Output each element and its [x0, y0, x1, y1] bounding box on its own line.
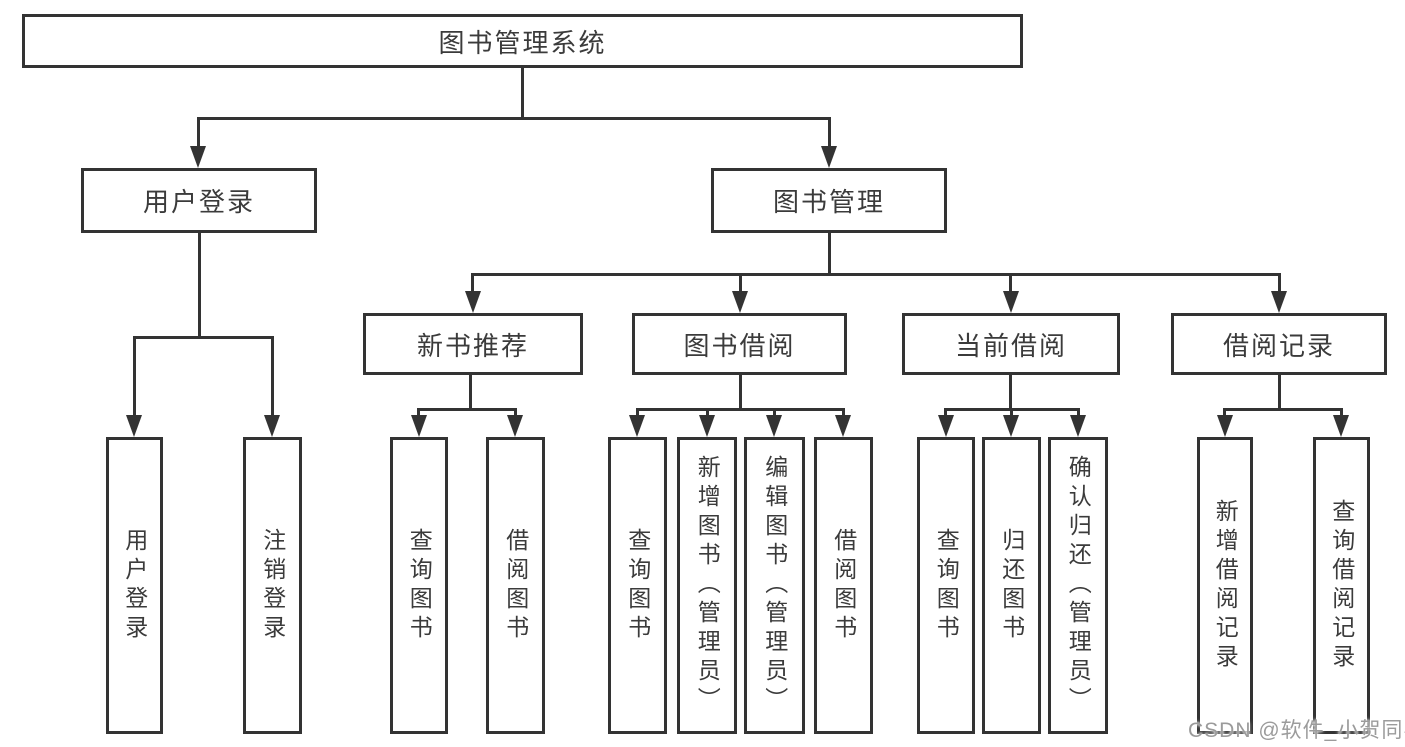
connector-arrow-shaft	[514, 408, 517, 417]
connector-arrow-shaft	[1223, 408, 1226, 417]
node-label: 用户登录	[142, 187, 255, 217]
node-book-borrow: 图书借阅	[632, 313, 847, 375]
leaf-label: 确认归还（管理员）	[1065, 455, 1092, 716]
connector-level2-hline	[197, 117, 831, 120]
connector-arrow-shaft	[1010, 408, 1013, 417]
connector-group2-hline	[636, 408, 845, 411]
node-label: 图书管理系统	[438, 27, 607, 58]
arrow-down-icon	[629, 415, 645, 437]
connector-user-login-stem	[198, 233, 201, 339]
leaf-query-books-borrow: 查询图书	[608, 437, 667, 734]
arrow-down-icon	[1271, 291, 1287, 313]
connector-arrow-shaft-book-borrow	[739, 273, 742, 293]
node-borrow-records: 借阅记录	[1171, 313, 1387, 375]
node-label: 新书推荐	[416, 330, 529, 361]
connector-book-mgmt-stem	[828, 233, 831, 276]
leaf-user-login: 用户登录	[106, 437, 163, 734]
leaf-label: 归还图书	[998, 527, 1025, 644]
leaf-confirm-return-admin: 确认归还（管理员）	[1048, 437, 1108, 734]
leaf-label: 新增借阅记录	[1212, 498, 1239, 673]
arrow-down-icon	[190, 146, 206, 168]
leaf-return-books: 归还图书	[982, 437, 1041, 734]
arrow-down-icon	[1333, 415, 1349, 437]
leaf-edit-books-admin: 编辑图书（管理员）	[744, 437, 805, 734]
node-label: 借阅记录	[1222, 330, 1335, 361]
arrow-down-icon	[835, 415, 851, 437]
connector-arrow-shaft	[1077, 408, 1080, 417]
arrow-down-icon	[1217, 415, 1233, 437]
leaf-label: 借阅图书	[502, 527, 529, 644]
node-label: 图书借阅	[683, 330, 796, 361]
arrow-down-icon	[821, 146, 837, 168]
arrow-down-icon	[465, 291, 481, 313]
connector-arrow-shaft	[773, 408, 776, 417]
connector-group1-hline	[417, 408, 517, 411]
leaf-query-books-current: 查询图书	[917, 437, 975, 734]
leaf-label: 注销登录	[259, 527, 286, 644]
connector-arrow-shaft-logout-leaf	[271, 336, 274, 417]
leaf-add-borrow-record: 新增借阅记录	[1197, 437, 1253, 734]
arrow-down-icon	[126, 415, 142, 437]
connector-arrow-shaft-current-borrow	[1009, 273, 1012, 293]
node-root-system: 图书管理系统	[22, 14, 1023, 68]
connector-arrow-shaft-new-books	[471, 273, 474, 293]
connector-arrow-shaft	[706, 408, 709, 417]
leaf-label: 用户登录	[121, 527, 148, 644]
connector-arrow-shaft	[417, 408, 420, 417]
node-user-login: 用户登录	[81, 168, 317, 233]
node-label: 图书管理	[772, 187, 885, 217]
arrow-down-icon	[507, 415, 523, 437]
connector-group1-stem	[469, 375, 472, 411]
arrow-down-icon	[699, 415, 715, 437]
node-book-management: 图书管理	[711, 168, 947, 233]
arrow-down-icon	[1070, 415, 1086, 437]
connector-user-login-hline	[133, 336, 274, 339]
leaf-label: 查询图书	[406, 527, 433, 644]
node-new-book-recommend: 新书推荐	[363, 313, 583, 375]
leaf-borrow-books: 借阅图书	[814, 437, 873, 734]
leaf-label: 借阅图书	[830, 527, 857, 644]
connector-arrow-shaft-book-mgmt	[828, 117, 831, 148]
connector-arrow-shaft-login-leaf	[133, 336, 136, 417]
connector-group4-stem	[1278, 375, 1281, 411]
node-current-borrow: 当前借阅	[902, 313, 1120, 375]
connector-level3-hline	[471, 273, 1280, 276]
leaf-label: 查询图书	[933, 527, 960, 644]
watermark: CSDN @软件_小贺同学	[1188, 719, 1405, 742]
arrow-down-icon	[411, 415, 427, 437]
arrow-down-icon	[264, 415, 280, 437]
arrow-down-icon	[732, 291, 748, 313]
connector-arrow-shaft	[842, 408, 845, 417]
leaf-label: 查询借阅记录	[1328, 498, 1355, 673]
arrow-down-icon	[1003, 415, 1019, 437]
leaf-borrow-books-recommend: 借阅图书	[486, 437, 545, 734]
connector-arrow-shaft	[1340, 408, 1343, 417]
leaf-add-books-admin: 新增图书（管理员）	[677, 437, 737, 734]
connector-group3-stem	[1009, 375, 1012, 411]
leaf-query-borrow-record: 查询借阅记录	[1313, 437, 1370, 734]
connector-root-stem	[521, 68, 524, 120]
leaf-label: 查询图书	[624, 527, 651, 644]
leaf-label: 编辑图书（管理员）	[761, 455, 788, 716]
connector-group2-stem	[739, 375, 742, 411]
connector-arrow-shaft	[944, 408, 947, 417]
connector-arrow-shaft-user-login	[197, 117, 200, 148]
leaf-query-books-recommend: 查询图书	[390, 437, 448, 734]
leaf-label: 新增图书（管理员）	[694, 455, 721, 716]
connector-arrow-shaft	[636, 408, 639, 417]
connector-group4-hline	[1223, 408, 1343, 411]
arrow-down-icon	[1003, 291, 1019, 313]
leaf-logout: 注销登录	[243, 437, 302, 734]
node-label: 当前借阅	[954, 330, 1067, 361]
connector-arrow-shaft-borrow-records	[1278, 273, 1281, 293]
arrow-down-icon	[766, 415, 782, 437]
arrow-down-icon	[938, 415, 954, 437]
